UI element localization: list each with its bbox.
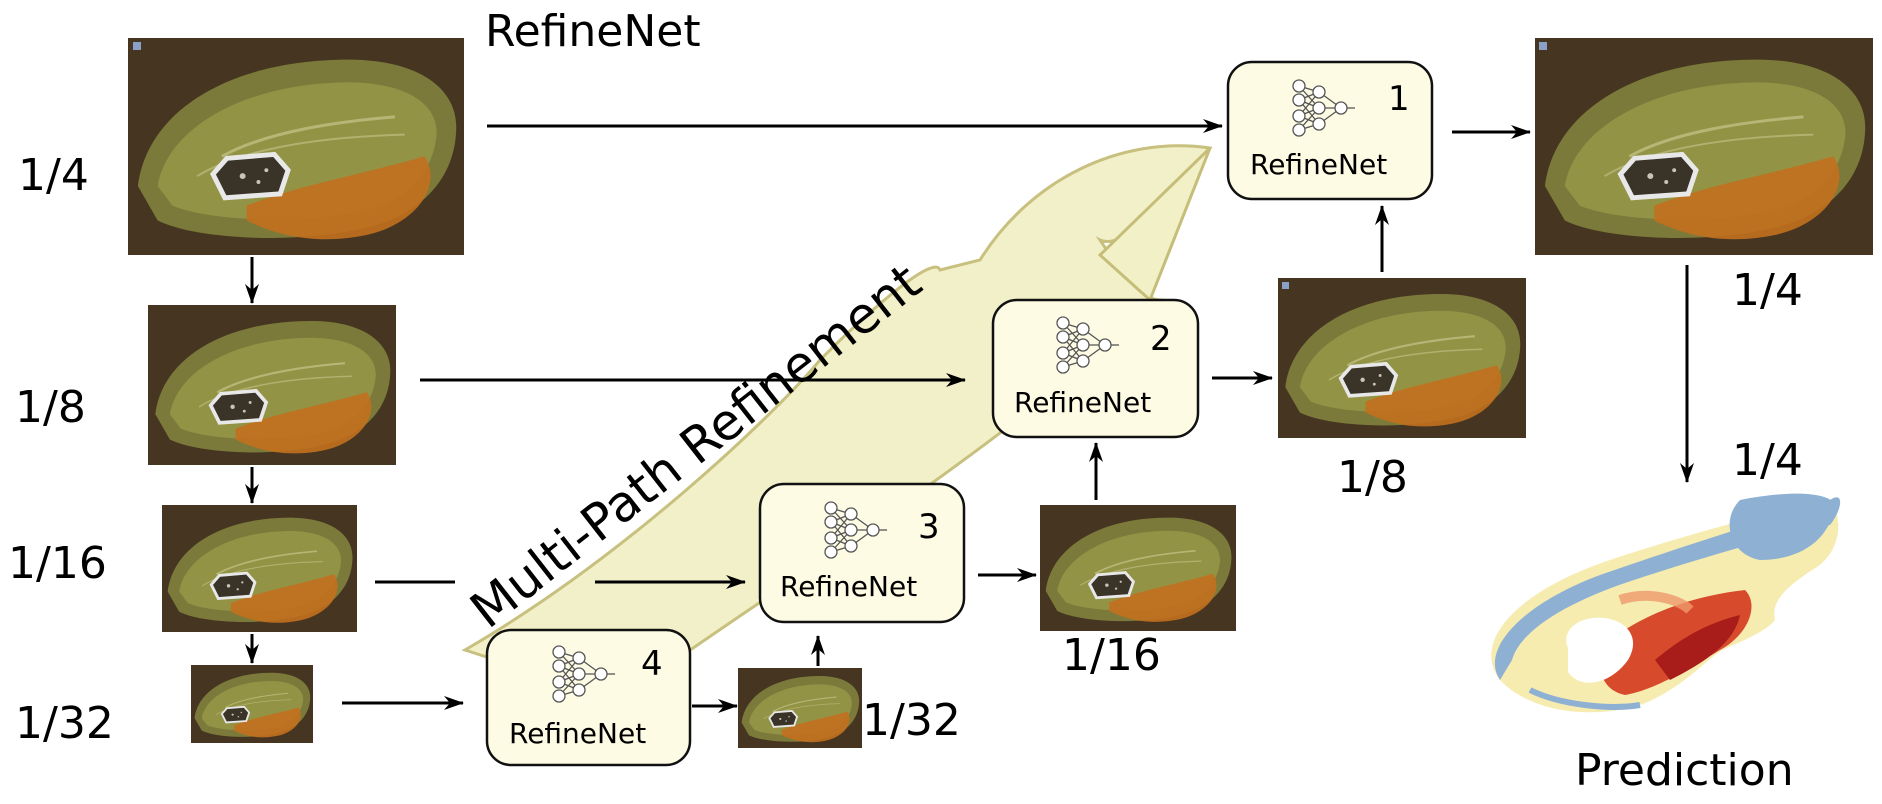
scale-label-output-1: 1/4 — [1732, 265, 1803, 316]
input-image-1-32 — [191, 665, 313, 743]
scale-label-output-2: 1/8 — [1337, 452, 1408, 503]
output-image-1-32 — [738, 668, 862, 748]
refinenet-block-4: 4 RefineNet — [485, 628, 692, 767]
refinenet-block-1: 1 RefineNet — [1226, 60, 1434, 201]
block-number: 1 — [1388, 79, 1410, 119]
refinenet-block-2: 2 RefineNet — [991, 298, 1200, 439]
diagram-title: RefineNet — [485, 6, 701, 57]
scale-label-input-1: 1/4 — [18, 150, 89, 201]
input-image-1-16 — [162, 505, 357, 632]
refinenet-block-3: 3 RefineNet — [758, 482, 966, 624]
scale-label-input-4: 1/32 — [15, 698, 114, 749]
block-label: RefineNet — [1014, 386, 1151, 419]
image-marker-icon — [133, 42, 141, 50]
scale-label-input-2: 1/8 — [15, 382, 86, 433]
scale-label-input-3: 1/16 — [8, 538, 107, 589]
prediction-label: Prediction — [1575, 745, 1794, 796]
output-image-1-4 — [1535, 38, 1873, 255]
scale-label-output-3: 1/16 — [1062, 630, 1161, 681]
prediction-map — [1491, 493, 1841, 713]
input-image-1-8 — [148, 305, 396, 465]
block-number: 4 — [641, 644, 663, 684]
output-image-1-16 — [1040, 505, 1236, 631]
image-marker-icon — [1282, 282, 1289, 289]
multi-path-arrow-head — [1097, 146, 1212, 303]
block-number: 3 — [918, 507, 940, 547]
block-label: RefineNet — [509, 717, 646, 750]
block-label: RefineNet — [780, 570, 917, 603]
block-label: RefineNet — [1250, 148, 1387, 181]
output-image-1-8 — [1278, 278, 1526, 438]
scale-label-output-1b: 1/4 — [1732, 435, 1803, 486]
input-image-1-4 — [128, 38, 464, 255]
image-marker-icon — [1539, 42, 1547, 50]
block-number: 2 — [1150, 319, 1172, 359]
scale-label-output-4: 1/32 — [862, 695, 961, 746]
